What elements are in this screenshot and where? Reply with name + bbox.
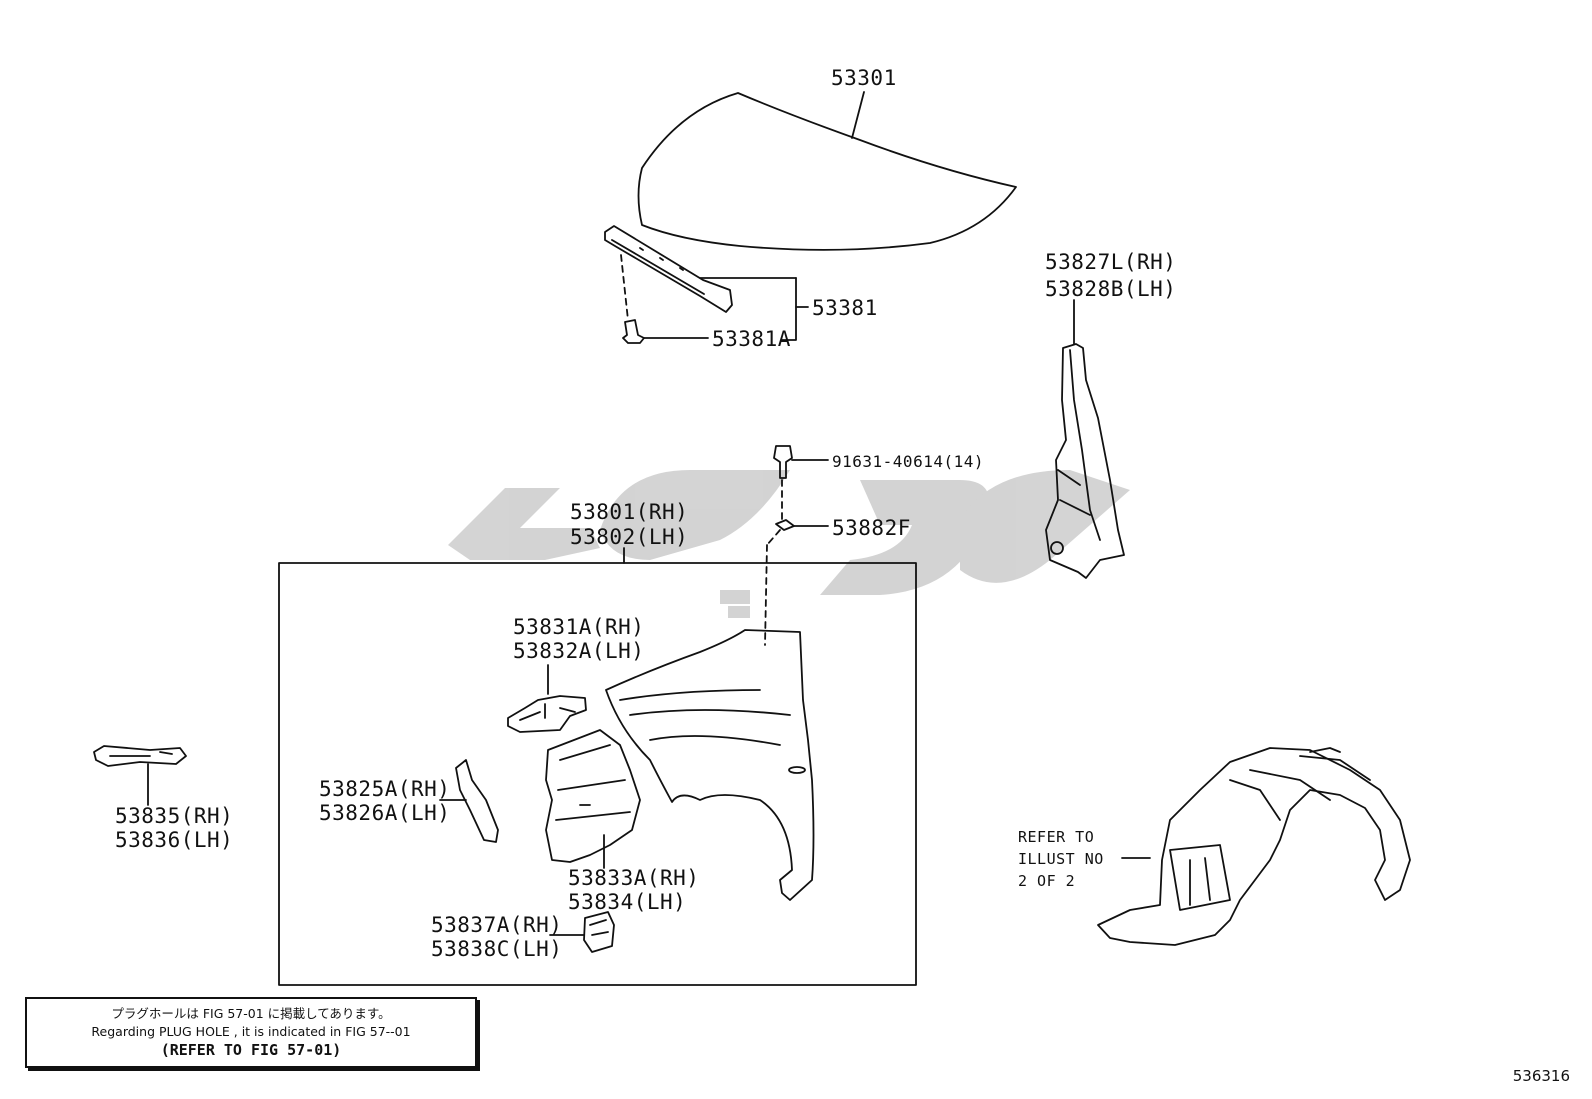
fender-protector-part bbox=[583, 911, 615, 953]
fender-lh-label: 53802(LH) bbox=[570, 525, 689, 549]
hood-label: 53301 bbox=[831, 66, 897, 90]
fender-group-box bbox=[278, 562, 917, 986]
hood-part bbox=[637, 92, 1017, 251]
note-refer: (REFER TO FIG 57-01) bbox=[160, 1041, 342, 1059]
seal-side-lh-label: 53826A(LH) bbox=[319, 801, 451, 825]
bracket-lh-label: 53828B(LH) bbox=[1045, 277, 1177, 301]
seal-label: 53381 bbox=[812, 296, 878, 320]
protector-lh-label: 53838C(LH) bbox=[431, 937, 563, 961]
support-rh-label: 53831A(RH) bbox=[513, 615, 645, 639]
nut-part bbox=[775, 519, 795, 531]
fender-liner-part bbox=[545, 729, 641, 863]
hood-seal-part bbox=[604, 225, 733, 313]
liner-rh-label: 53833A(RH) bbox=[568, 866, 700, 890]
hood-leader bbox=[851, 91, 865, 139]
bracket-rh-label: 53827L(RH) bbox=[1045, 250, 1177, 274]
support-lh-label: 53832A(LH) bbox=[513, 639, 645, 663]
plug-hole-note: プラグホールは FIG 57-01 に掲載してあります。 Regarding P… bbox=[25, 997, 477, 1068]
refer-note-line1: REFER TO bbox=[1018, 828, 1095, 846]
note-japanese: プラグホールは FIG 57-01 に掲載してあります。 bbox=[111, 1006, 391, 1021]
brace-lh-label: 53836(LH) bbox=[115, 828, 234, 852]
illustration-code: 536316 bbox=[1512, 1067, 1570, 1085]
note-english: Regarding PLUG HOLE , it is indicated in… bbox=[91, 1024, 411, 1039]
nut-label: 53882F bbox=[832, 516, 911, 540]
brace-rh-label: 53835(RH) bbox=[115, 804, 234, 828]
fender-brace-part bbox=[93, 745, 187, 767]
fender-bracket-part bbox=[1045, 343, 1125, 579]
wheel-liner-part bbox=[1097, 747, 1411, 946]
refer-note-line2: ILLUST NO bbox=[1018, 850, 1104, 868]
fender-part bbox=[605, 629, 815, 901]
refer-note-line3: 2 OF 2 bbox=[1018, 872, 1076, 890]
bolt-label: 91631-40614(14) bbox=[832, 452, 984, 471]
seal-clip-part bbox=[622, 319, 645, 344]
fender-support-part bbox=[507, 695, 587, 733]
seal-side-rh-label: 53825A(RH) bbox=[319, 777, 451, 801]
fender-seal-side-part bbox=[455, 759, 499, 843]
protector-rh-label: 53837A(RH) bbox=[431, 913, 563, 937]
seal-clip-label: 53381A bbox=[712, 327, 791, 351]
bolt-part bbox=[773, 445, 793, 479]
fender-rh-label: 53801(RH) bbox=[570, 500, 689, 524]
liner-lh-label: 53834(LH) bbox=[568, 890, 687, 914]
watermark-logo bbox=[448, 470, 1130, 618]
